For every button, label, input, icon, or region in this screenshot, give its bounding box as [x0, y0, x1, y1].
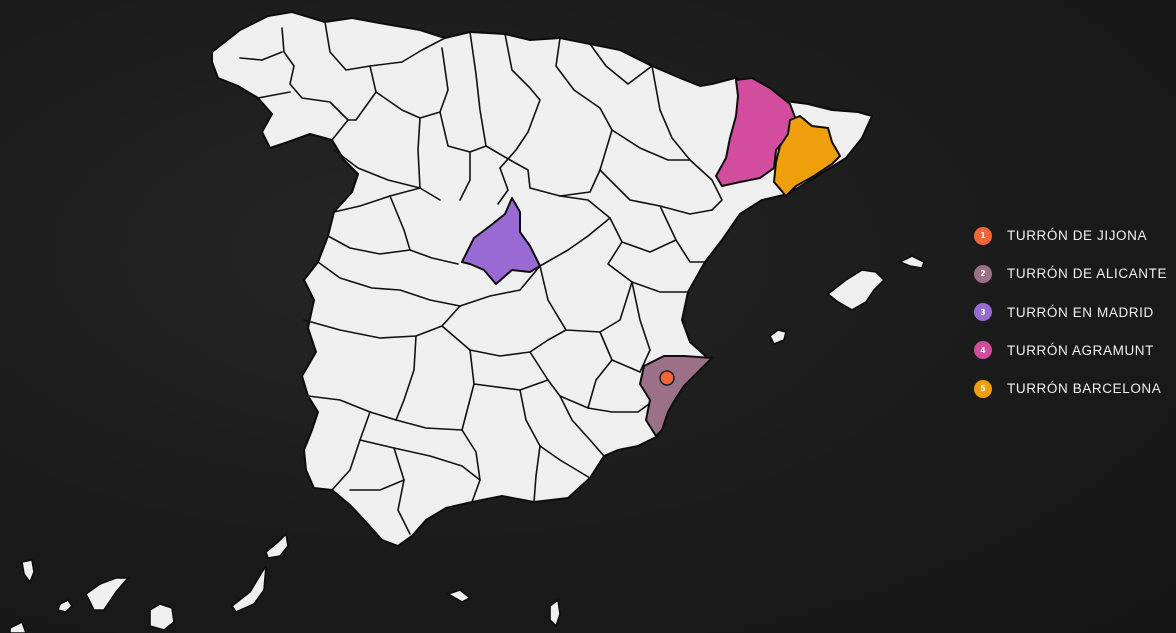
- island-canary-1: [21, 559, 35, 584]
- island-mallorca: [826, 269, 886, 311]
- island-canary-8: [9, 620, 27, 633]
- island-canary-4: [149, 603, 175, 631]
- island-canary-2: [56, 598, 74, 613]
- legend-item-jijona[interactable]: 1 TURRÓN DE JIJONA: [974, 226, 1167, 245]
- legend-label-jijona: TURRÓN DE JIJONA: [1007, 228, 1148, 243]
- mainland-spain: [211, 11, 873, 547]
- legend: 1 TURRÓN DE JIJONA 2 TURRÓN DE ALICANTE …: [974, 226, 1167, 417]
- legend-label-madrid: TURRÓN EN MADRID: [1007, 304, 1154, 320]
- legend-badge-5: 5: [974, 379, 992, 398]
- legend-badge-1: 1: [974, 226, 992, 245]
- region-barcelona[interactable]: [773, 115, 841, 197]
- legend-label-agramunt: TURRÓN AGRAMUNT: [1007, 342, 1154, 358]
- legend-badge-3: 3: [974, 303, 992, 321]
- region-madrid[interactable]: [461, 197, 541, 285]
- legend-badge-4: 4: [974, 341, 992, 360]
- island-canary-3: [84, 577, 130, 611]
- legend-label-barcelona: TURRÓN BARCELONA: [1007, 381, 1162, 396]
- island-canary-6: [265, 532, 289, 559]
- island-canary-5: [230, 565, 267, 614]
- legend-item-barcelona[interactable]: 5 TURRÓN BARCELONA: [974, 379, 1167, 398]
- region-lleida[interactable]: [715, 77, 797, 187]
- island-canary-7: [446, 589, 472, 603]
- island-ibiza: [768, 329, 787, 346]
- region-alicante[interactable]: [639, 355, 713, 437]
- legend-label-alicante: TURRÓN DE ALICANTE: [1007, 266, 1168, 282]
- island-alboran: [549, 598, 561, 628]
- legend-item-madrid[interactable]: 3 TURRÓN EN MADRID: [974, 303, 1167, 322]
- legend-item-alicante[interactable]: 2 TURRÓN DE ALICANTE: [974, 264, 1167, 283]
- province-borders: [239, 21, 723, 535]
- legend-badge-2: 2: [974, 264, 992, 283]
- legend-item-agramunt[interactable]: 4 TURRÓN AGRAMUNT: [974, 341, 1167, 360]
- island-menorca: [898, 255, 925, 269]
- jijona-marker[interactable]: [659, 370, 675, 386]
